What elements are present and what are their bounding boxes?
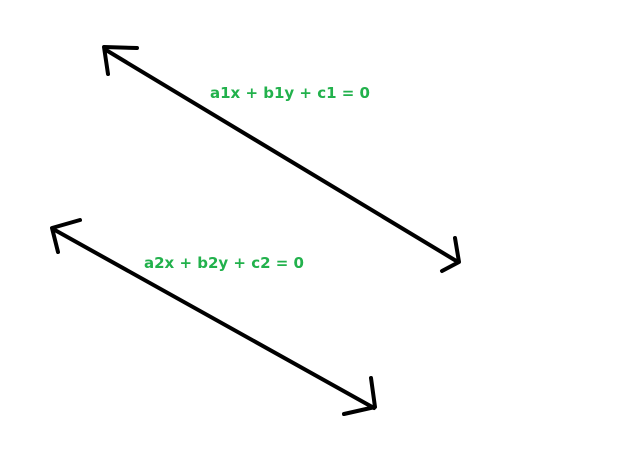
line-1-start-arrowhead [102, 45, 139, 76]
line-1-double-arrow-icon [102, 45, 461, 273]
line-1-equation-label: a1x + b1y + c1 = 0 [210, 84, 370, 102]
line-2-double-arrow-icon [50, 218, 377, 416]
line-1-end-arrowhead [440, 236, 461, 273]
line-2-shaft [51, 227, 376, 410]
line-1-shaft [104, 48, 460, 264]
line-2-end-arrowhead [342, 376, 377, 416]
line-2-equation-label: a2x + b2y + c2 = 0 [144, 254, 304, 272]
line-2-start-arrowhead [50, 218, 82, 254]
